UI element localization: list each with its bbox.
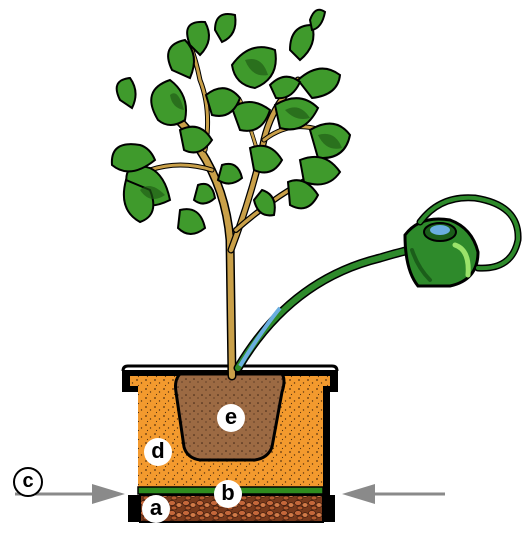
- plant-icon: [112, 10, 350, 376]
- watering-can-icon: [238, 198, 518, 368]
- label-e: e: [217, 404, 245, 432]
- label-c: c: [13, 467, 43, 497]
- label-b: b: [214, 480, 242, 508]
- label-a: a: [142, 495, 170, 523]
- label-d: d: [144, 438, 172, 466]
- arrow-left-icon: [342, 484, 445, 504]
